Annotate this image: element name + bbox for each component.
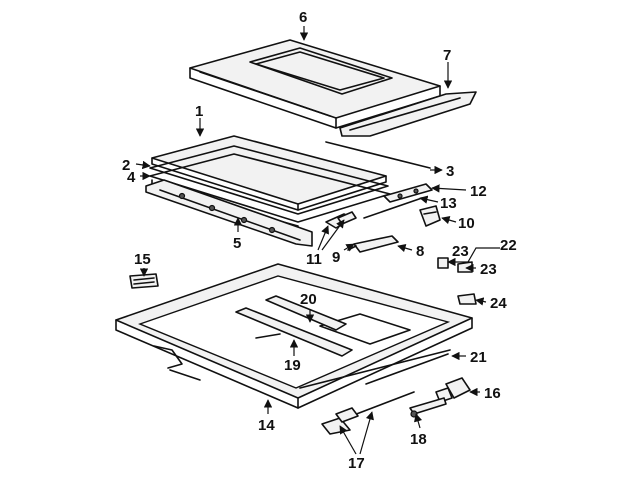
callout-1: 1 (195, 103, 203, 120)
part-3-rod (325, 141, 431, 169)
callout-11: 11 (306, 251, 322, 268)
callout-8: 8 (416, 243, 424, 260)
callout-9: 9 (332, 249, 340, 266)
callout-labels: 1 2 3 4 5 6 7 8 9 10 11 12 13 14 15 16 1… (122, 9, 517, 472)
part-18-drive-link (409, 397, 447, 418)
part-10-bracket (419, 205, 441, 227)
callout-13: 13 (440, 195, 457, 212)
part-21-seal-strip (299, 349, 451, 389)
part-23-clips (437, 257, 473, 273)
part-24-clip (457, 293, 477, 305)
callout-12: 12 (470, 183, 487, 200)
callout-7: 7 (443, 47, 451, 64)
callout-21: 21 (470, 349, 487, 366)
part-1-glass-panel (151, 135, 387, 211)
callout-15: 15 (134, 251, 151, 268)
callout-23a: 23 (452, 243, 469, 260)
part-19-20-cross-rails (235, 295, 353, 357)
part-11-guide-blocks (325, 211, 357, 229)
callout-6: 6 (299, 9, 307, 26)
callout-20: 20 (300, 291, 317, 308)
callout-18: 18 (410, 431, 427, 448)
part-7-trim-rail (339, 91, 477, 137)
callout-3: 3 (446, 163, 454, 180)
part-15-drain-cap (129, 273, 159, 289)
part-5-guide-frame (145, 179, 313, 247)
callout-4: 4 (127, 169, 136, 186)
part-6-sunshade-panel (189, 39, 441, 129)
callout-2: 2 (122, 157, 130, 174)
part-8-9-lifter-arm (347, 235, 399, 253)
callout-16: 16 (484, 385, 501, 402)
callout-14: 14 (258, 417, 275, 434)
callout-10: 10 (458, 215, 475, 232)
callout-24: 24 (490, 295, 507, 312)
callout-17: 17 (348, 455, 365, 472)
callout-23b: 23 (480, 261, 497, 278)
callout-5: 5 (233, 235, 241, 252)
callout-19: 19 (284, 357, 301, 374)
callout-22: 22 (500, 237, 517, 254)
leader-lines (135, 26, 500, 455)
